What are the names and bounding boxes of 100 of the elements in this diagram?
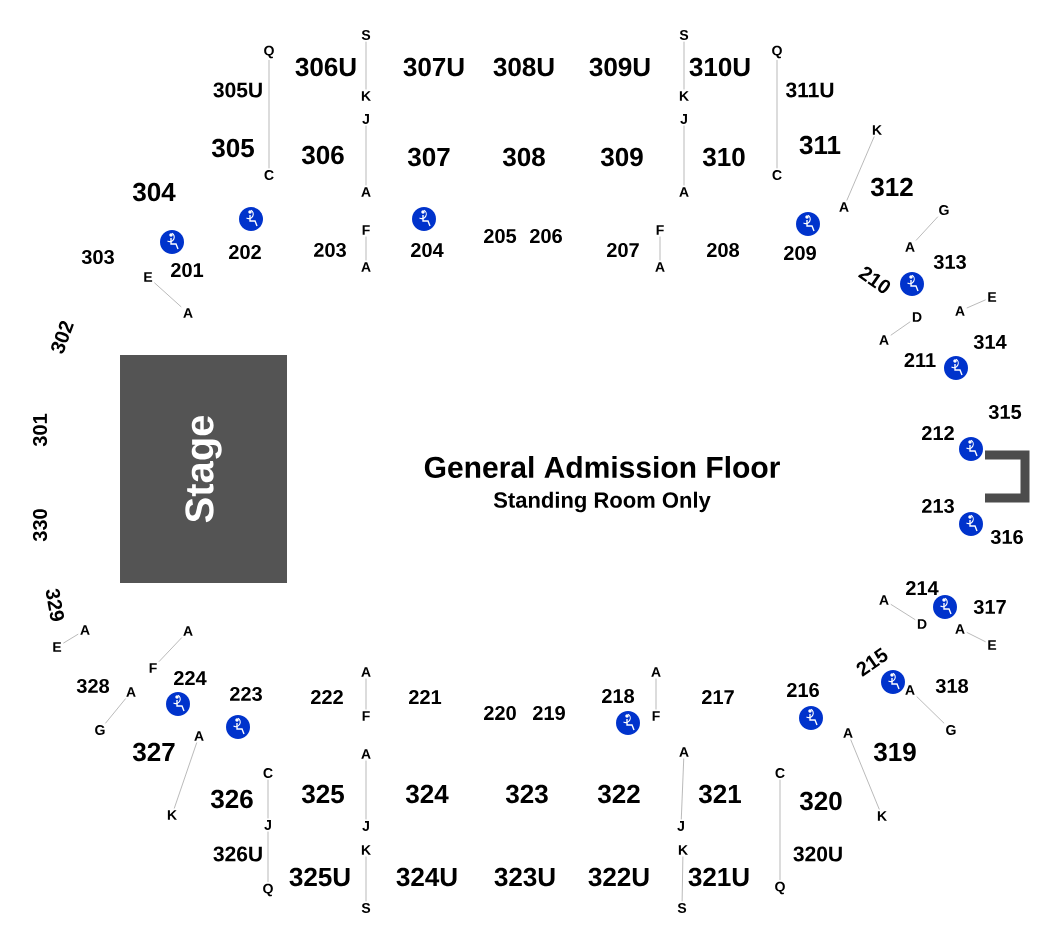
row-letter: C	[772, 170, 782, 180]
section-number: 325	[301, 784, 344, 804]
row-letter: A	[843, 728, 853, 738]
section-number: 218	[602, 688, 635, 704]
row-letter: E	[144, 272, 153, 282]
row-range-line	[267, 779, 269, 819]
row-range-line	[365, 760, 367, 820]
section-number: 312	[870, 177, 913, 197]
section-number: 310	[702, 147, 745, 167]
row-letter: A	[126, 687, 136, 697]
row-letter: K	[678, 845, 688, 855]
row-range-line	[916, 696, 945, 724]
row-range-line	[915, 216, 939, 241]
section-number: 307	[407, 147, 450, 167]
section-number: 302	[51, 320, 74, 354]
row-range-line	[680, 758, 685, 820]
row-range-line	[890, 321, 911, 336]
row-letter: A	[955, 306, 965, 316]
row-letter: A	[183, 308, 193, 318]
section-number: 320U	[793, 846, 842, 862]
row-range-line	[966, 632, 986, 643]
section-number: 317	[973, 599, 1006, 615]
row-letter: A	[80, 625, 90, 635]
row-letter: S	[677, 903, 687, 913]
row-range-line	[365, 125, 367, 186]
section-number: 313	[933, 254, 966, 270]
row-letter: F	[652, 711, 660, 721]
section-number: 223	[230, 686, 262, 702]
section-number: 315	[988, 404, 1022, 420]
row-letter: E	[988, 292, 997, 302]
section-number: 305U	[213, 82, 262, 98]
section-number: 209	[784, 245, 816, 261]
section-number: 329	[45, 588, 64, 621]
row-letter: K	[877, 811, 887, 821]
section-number: 201	[171, 262, 204, 278]
section-number: 309U	[589, 57, 650, 77]
section-number: 211	[904, 353, 936, 367]
row-letter: A	[361, 667, 371, 677]
section-number: 328	[76, 678, 110, 694]
row-letter: K	[679, 91, 689, 101]
row-letter: J	[677, 821, 684, 831]
row-range-line	[779, 779, 781, 881]
section-number: 311U	[785, 82, 834, 98]
section-number: 324U	[396, 867, 457, 887]
row-letter: Q	[263, 883, 273, 897]
row-letter: Q	[775, 881, 785, 895]
row-range-line	[365, 856, 367, 902]
row-range-line	[659, 236, 661, 261]
section-number: 314	[973, 334, 1007, 350]
section-number: 325U	[289, 867, 350, 887]
section-number: 323	[505, 784, 548, 804]
row-letter: J	[362, 821, 369, 831]
section-number: 304	[132, 182, 176, 202]
section-number: 206	[530, 228, 562, 244]
row-letter: J	[680, 114, 687, 124]
row-range-line	[173, 742, 198, 809]
row-range-line	[846, 136, 875, 201]
row-letter: A	[955, 624, 965, 634]
row-letter: A	[879, 595, 889, 605]
section-number: 212	[922, 426, 954, 440]
section-number: 326U	[213, 846, 262, 862]
section-number: 310U	[689, 57, 750, 77]
section-number: 202	[229, 244, 261, 260]
row-range-line	[365, 236, 367, 261]
row-letter: D	[917, 619, 927, 629]
row-letter: F	[149, 663, 157, 673]
section-number: 306U	[295, 57, 356, 77]
row-range-line	[681, 856, 684, 902]
section-number: 322U	[588, 867, 649, 887]
row-letter: A	[679, 187, 689, 197]
section-number: 222	[311, 690, 343, 704]
section-number: 217	[702, 690, 734, 704]
section-number: 322	[597, 784, 640, 804]
row-letter: J	[362, 114, 369, 124]
row-letter: F	[656, 225, 664, 235]
row-letter: A	[839, 202, 849, 212]
row-letter: A	[361, 749, 371, 759]
row-range-line	[890, 603, 916, 621]
row-range-line	[365, 41, 367, 90]
section-number: 204	[411, 242, 444, 258]
section-number: 305	[211, 138, 254, 158]
section-number: 330	[32, 509, 48, 542]
section-number: 321U	[688, 867, 749, 887]
section-number: 207	[607, 242, 639, 258]
row-letter: A	[194, 731, 204, 741]
row-range-line	[365, 678, 367, 710]
row-letter: C	[775, 768, 785, 778]
row-range-line	[966, 299, 986, 309]
section-number: 309	[600, 147, 643, 167]
section-number: 308U	[493, 57, 554, 77]
section-number: 308	[502, 147, 545, 167]
row-letter: G	[95, 725, 105, 735]
section-number: 320	[799, 791, 842, 811]
floor-subtitle: Standing Room Only	[493, 491, 711, 513]
stage-box: Stage	[120, 355, 287, 583]
row-letter: E	[53, 642, 62, 652]
row-letter: A	[183, 626, 193, 636]
row-range-line	[776, 59, 778, 169]
row-range-line	[683, 125, 685, 186]
row-letter: E	[988, 640, 997, 650]
